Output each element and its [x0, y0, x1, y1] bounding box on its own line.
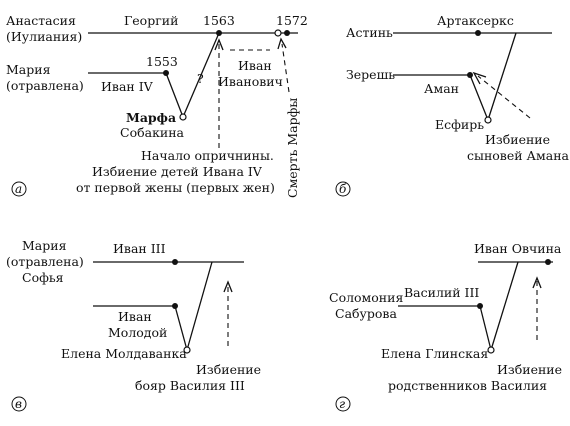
panel-v-badge	[11, 396, 27, 412]
label-synovey: сыновей Амана	[467, 148, 570, 163]
label-sobakina: Собакина	[120, 125, 185, 140]
label-1553: 1553	[146, 54, 178, 69]
panel-g-badge	[335, 396, 351, 412]
label-solomonia: Соломония	[329, 290, 403, 305]
label-izbienie-v: Избиение	[196, 362, 261, 377]
label-molodoy: Молодой	[108, 325, 167, 340]
arrowhead-boyar	[223, 280, 233, 293]
arrow-death-marfa	[281, 43, 290, 93]
ring-marfa-top	[274, 29, 282, 37]
panel-b-letter: б	[339, 182, 347, 196]
arrow-aman	[477, 75, 531, 119]
note-line1: Начало опричнины.	[141, 148, 274, 163]
label-anastasia: Анастасия	[6, 13, 76, 28]
arrowhead-rodstvennikov	[532, 276, 542, 289]
label-astin: Астинь	[346, 25, 393, 40]
ring-elena-g	[487, 346, 495, 354]
v-right-a	[182, 32, 220, 118]
panel-v: Мария (отравлена) Софья Иван III Иван Мо…	[6, 238, 261, 412]
note-line2: Избиение детей Ивана IV	[92, 164, 263, 179]
panel-a: Анастасия (Иулиания) Георгий 1563 1572 М…	[6, 13, 308, 198]
panel-a-letter: а	[15, 182, 22, 196]
label-esfir: Есфирь	[435, 117, 484, 132]
v-right-v	[186, 261, 213, 351]
label-otravlena-v: (отравлена)	[6, 254, 84, 269]
dot-1572	[284, 30, 290, 36]
panel-g: Иван Овчина Соломония Сабурова Василий I…	[329, 241, 562, 412]
ring-esfir	[484, 116, 492, 124]
label-ivan-v: Иван	[118, 309, 152, 324]
label-yuliania: (Иулиания)	[6, 29, 82, 44]
label-artakserks: Артаксеркс	[437, 13, 514, 28]
note-line3: от первой жены (первых жен)	[76, 180, 275, 195]
v-left-g	[479, 305, 492, 351]
label-ivan-iii: Иван III	[113, 241, 166, 256]
label-zeresh: Зерешь	[346, 67, 395, 82]
v-right-g	[490, 261, 519, 351]
label-vasiliy-iii: Василий III	[404, 285, 479, 300]
dot-ivan-iii	[172, 259, 178, 265]
label-marfa: Марфа	[126, 110, 176, 125]
label-boyar: бояр Василия III	[135, 378, 245, 393]
panel-a-badge	[11, 181, 27, 197]
label-death-marfa: Смерть Марфы	[285, 98, 300, 198]
label-maria: Мария	[6, 62, 51, 77]
panel-v-letter: в	[15, 397, 22, 411]
dot-artakserks	[475, 30, 481, 36]
label-otravlena: (отравлена)	[6, 78, 84, 93]
label-1572: 1572	[276, 13, 308, 28]
label-elena-v: Елена Молдаванка	[61, 346, 187, 361]
panel-b-badge	[335, 181, 351, 197]
label-georgiy: Георгий	[124, 13, 178, 28]
v-left-a	[165, 72, 184, 118]
label-sofya: Софья	[22, 270, 64, 285]
label-rodstvennikov: родственников Василия	[388, 378, 547, 393]
label-ivan: Иван	[238, 58, 272, 73]
arrowhead-1563	[214, 38, 224, 51]
label-izbienie-g: Избиение	[497, 362, 562, 377]
label-question: ?	[197, 71, 204, 86]
arrowhead-death-marfa	[277, 37, 287, 50]
label-elena-g: Елена Глинская	[381, 346, 488, 361]
ring-marfa	[179, 113, 187, 121]
label-izbienie-b: Избиение	[485, 132, 550, 147]
label-ivanovich: Иванович	[218, 74, 283, 89]
label-aman: Аман	[424, 81, 459, 96]
label-1563: 1563	[203, 13, 235, 28]
label-maria-v: Мария	[22, 238, 67, 253]
arrowhead-aman	[472, 71, 487, 85]
label-ivan-iv: Иван IV	[101, 79, 154, 94]
panel-g-letter: г	[339, 397, 345, 411]
v-right-b	[487, 32, 517, 121]
dot-ivan-ovchina	[545, 259, 551, 265]
label-saburova: Сабурова	[335, 306, 397, 321]
v-left-v	[174, 305, 188, 351]
v-left-b	[469, 74, 489, 121]
ring-elena-v	[183, 346, 191, 354]
panel-b: Астинь Артаксеркс Зерешь Аман Есфирь Изб…	[335, 13, 570, 197]
label-ivan-ovchina: Иван Овчина	[474, 241, 562, 256]
